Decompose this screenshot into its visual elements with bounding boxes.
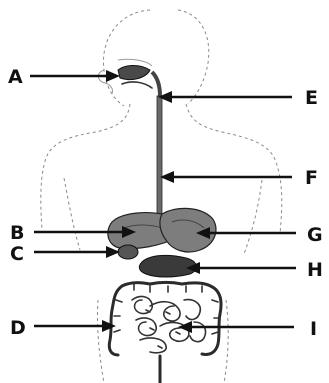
label-I: I xyxy=(310,318,317,340)
large-intestine xyxy=(109,283,221,383)
mouth xyxy=(118,66,152,89)
pointer-E: E xyxy=(158,87,318,109)
label-C: C xyxy=(10,243,24,265)
pointer-C: C xyxy=(10,243,120,265)
label-H: H xyxy=(307,259,323,281)
label-B: B xyxy=(10,222,24,244)
pancreas xyxy=(139,255,196,277)
gallbladder xyxy=(118,245,138,259)
label-A: A xyxy=(8,66,23,88)
pointer-F: F xyxy=(160,167,318,189)
label-D: D xyxy=(10,317,26,339)
pointer-H: H xyxy=(186,259,323,281)
pointer-I: I xyxy=(178,318,317,340)
small-intestine xyxy=(132,297,206,353)
label-F: F xyxy=(305,167,318,189)
pointer-A: A xyxy=(8,66,120,88)
label-G: G xyxy=(307,224,323,246)
esophagus xyxy=(152,72,162,216)
pointer-D: D xyxy=(10,317,116,339)
label-E: E xyxy=(305,87,318,109)
